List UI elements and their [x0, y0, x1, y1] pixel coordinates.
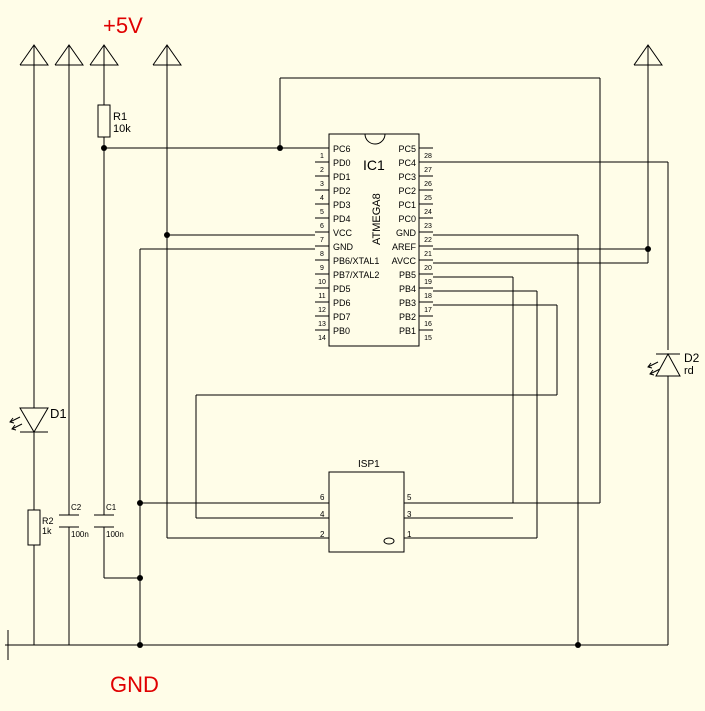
ic-pin-number: 6	[320, 223, 324, 230]
capacitor-c2: C2 100n	[59, 503, 89, 539]
ic-pin-name: PD6	[333, 298, 351, 308]
ic-pin-number: 2	[320, 167, 324, 174]
ic-pin-name: PB6/XTAL1	[333, 256, 379, 266]
ic-pin-number: 20	[424, 265, 432, 272]
ic-pin-number: 19	[424, 279, 432, 286]
svg-text:R1: R1	[113, 111, 127, 123]
wire-group-right	[195, 45, 669, 645]
ic-pin-number: 12	[318, 307, 326, 314]
ic-pin-name: PB2	[399, 312, 416, 322]
svg-text:ISP1: ISP1	[358, 459, 380, 470]
ic-pin-name: PC2	[398, 186, 416, 196]
wire-group-left	[33, 45, 315, 645]
ic-pin-name: AVCC	[392, 256, 417, 266]
ic-pin-name: PD1	[333, 172, 351, 182]
ic-pin-name: GND	[333, 242, 354, 252]
ic-pin-number: 11	[318, 293, 325, 300]
ic-pin-number: 5	[320, 209, 324, 216]
power-label: +5V	[103, 13, 143, 38]
svg-text:100n: 100n	[106, 530, 124, 539]
ic-pin-name: GND	[396, 228, 417, 238]
ic-pin-name: PD7	[333, 312, 351, 322]
ic-pin-name: PB3	[399, 298, 416, 308]
ic-pin-number: 27	[424, 167, 432, 174]
ic-pin-name: PD2	[333, 186, 351, 196]
ic-pin-number: 26	[424, 181, 432, 188]
ic-pin-number: 21	[424, 251, 432, 258]
ic-pin-name: PB5	[399, 270, 416, 280]
capacitor-c1: C1 100n	[94, 503, 124, 539]
ic-pin-number: 17	[424, 307, 432, 314]
svg-text:100n: 100n	[71, 530, 89, 539]
ic-pin-number: 18	[424, 293, 432, 300]
junctions	[101, 145, 651, 648]
ic-pin-name: PC5	[398, 144, 416, 154]
svg-text:3: 3	[407, 510, 412, 519]
ic-atmega8: IC1 ATMEGA8 1 PC6 2 PD0 3 PD1 4 PD2 5 PD3 6 PD4 7 VCC…	[315, 133, 433, 347]
svg-text:5: 5	[407, 493, 412, 502]
isp-connector: ISP1 6 4 2 5 3 1	[315, 459, 417, 553]
ic-pin-name: VCC	[333, 228, 353, 238]
ic-pin-name: PB0	[333, 326, 350, 336]
ground-bus	[5, 630, 668, 660]
svg-text:2: 2	[320, 530, 325, 539]
ic-pin-name: PD0	[333, 158, 351, 168]
svg-text:D1: D1	[50, 406, 67, 421]
svg-text:1k: 1k	[42, 526, 52, 536]
ic-pin-name: PC3	[398, 172, 416, 182]
ic-pin-number: 25	[424, 195, 432, 202]
ic-pin-number: 10	[318, 279, 326, 286]
svg-text:6: 6	[320, 493, 325, 502]
ic-pin-number: 23	[424, 223, 432, 230]
led-d2: D2 rd	[647, 351, 700, 377]
ic-pin-name: PD4	[333, 214, 351, 224]
ic-pin-number: 9	[320, 265, 324, 272]
ic-pin-number: 15	[424, 335, 432, 342]
svg-text:C2: C2	[71, 503, 82, 512]
ic-pin-name: PC6	[333, 144, 351, 154]
ic-pin-name: PC4	[398, 158, 416, 168]
ic-part: ATMEGA8	[371, 193, 383, 245]
ic-pin-name: AREF	[392, 242, 417, 252]
ic-pin-number: 4	[320, 195, 324, 202]
svg-text:R2: R2	[42, 516, 54, 526]
ic-pin-name: PB7/XTAL2	[333, 270, 379, 280]
ic-pin-name: PB1	[399, 326, 416, 336]
ground-label: GND	[110, 672, 159, 697]
ic-pin-number: 14	[318, 335, 326, 342]
ic-pin-number: 3	[320, 181, 324, 188]
ic-pin-number: 24	[424, 209, 432, 216]
led-d1: D1	[9, 406, 67, 433]
ic-pin-number: 22	[424, 237, 432, 244]
svg-text:C1: C1	[106, 503, 117, 512]
ic-pin-number: 1	[320, 153, 324, 160]
svg-text:4: 4	[320, 510, 325, 519]
ic-pin-number: 8	[320, 251, 324, 258]
resistor-r1: R1 10k	[97, 104, 131, 138]
ic-pin-name: PC1	[398, 200, 416, 210]
ic-pin-number: 7	[320, 237, 324, 244]
resistor-r2: R2 1k	[27, 509, 54, 546]
ic-pin-number: 16	[424, 321, 432, 328]
ic-pin-number: 13	[318, 321, 326, 328]
ic-pin-name: PB4	[399, 284, 416, 294]
svg-text:1: 1	[407, 530, 412, 539]
svg-text:10k: 10k	[113, 123, 131, 135]
ic-pin-name: PD5	[333, 284, 351, 294]
ic-pin-name: PC0	[398, 214, 416, 224]
ic-pin-number: 28	[424, 153, 432, 160]
svg-text:D2: D2	[684, 351, 700, 365]
ic-pin-name: PD3	[333, 200, 351, 210]
svg-text:rd: rd	[684, 365, 694, 377]
ic-ref: IC1	[363, 157, 385, 173]
